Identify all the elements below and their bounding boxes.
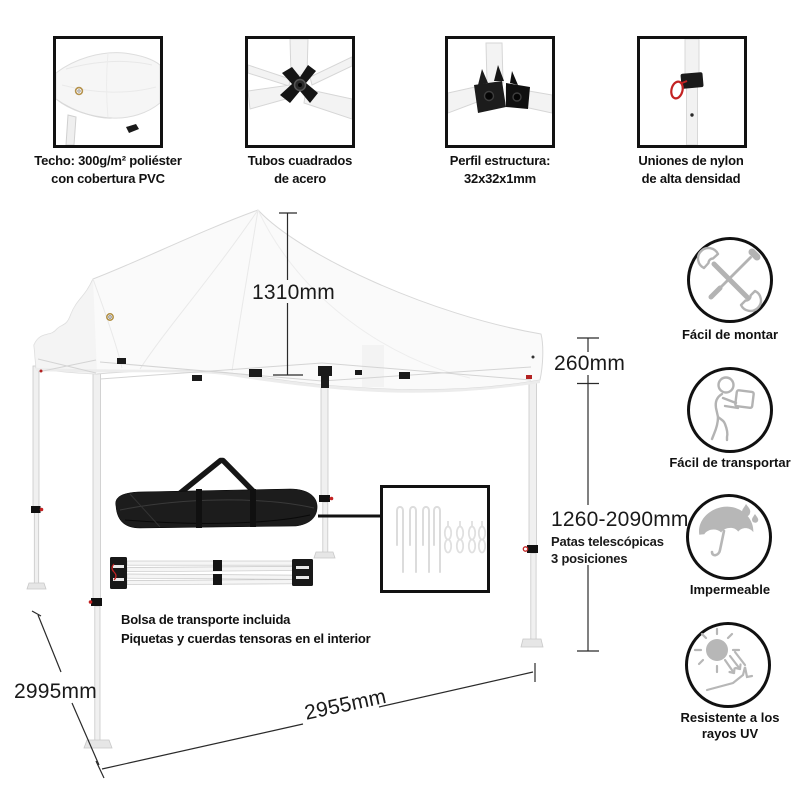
feature-box-steel-tubes — [245, 36, 355, 148]
feature-caption-line: Techo: 300g/m² poliéster — [34, 153, 182, 168]
nylon-joint-photo — [670, 39, 704, 145]
feature-caption-roof: Techo: 300g/m² poliéster con cobertura P… — [13, 152, 203, 187]
included-note-line: Piquetas y cuerdas tensoras en el interi… — [121, 631, 371, 646]
tent-truss — [37, 358, 532, 382]
feature-caption-line: con cobertura PVC — [51, 170, 165, 186]
benefit-easy-transport — [687, 367, 773, 453]
dimension-line-depth — [31, 610, 105, 779]
benefit-label-line: Fácil de transportar — [669, 455, 791, 470]
benefit-label-line: Resistente a los — [680, 710, 780, 725]
stakes-box — [318, 485, 490, 593]
telescopic-note-line: Patas telescópicas — [551, 534, 664, 549]
dimension-peak-height: 1310mm — [252, 281, 335, 304]
included-note: Bolsa de transporte incluida Piquetas y … — [121, 610, 371, 648]
telescopic-note-line: 3 posiciones — [551, 550, 628, 566]
folded-frame — [110, 557, 313, 589]
feature-caption-profile: Perfil estructura: 32x32x1mm — [405, 152, 595, 187]
feature-caption-line: Perfil estructura: — [449, 153, 551, 168]
person-carry-icon — [710, 376, 755, 442]
carry-bag — [115, 457, 318, 529]
sun-uv-icon — [693, 627, 754, 692]
benefit-easy-assembly — [687, 237, 773, 323]
cross-connector-photo — [248, 39, 352, 120]
dimension-line-telescopic — [577, 383, 599, 652]
canopy-corner-photo — [56, 52, 160, 145]
umbrella-icon — [699, 504, 759, 557]
dimension-valance-height: 260mm — [554, 352, 626, 375]
benefit-label-line: rayos UV — [701, 726, 759, 741]
feature-caption-joints: Uniones de nylon de alta densidad — [596, 152, 786, 187]
feature-box-profile — [445, 36, 555, 148]
benefit-label-waterproof: Impermeable — [630, 582, 800, 598]
dimension-line-peak-height — [273, 212, 303, 376]
feature-box-roof — [53, 36, 163, 148]
included-note-line: Bolsa de transporte incluida — [121, 612, 291, 627]
corner-bracket-photo — [448, 42, 552, 114]
feature-caption-line: de acero — [274, 170, 326, 186]
feature-caption-line: Tubos cuadrados — [247, 153, 353, 168]
stakes — [396, 505, 441, 573]
benefit-label-line: Fácil de montar — [681, 327, 779, 342]
benefit-label-uv-resistant: Resistente a los rayos UV — [630, 710, 800, 742]
telescopic-range: 1260-2090mm — [551, 508, 689, 531]
feature-caption-line: 32x32x1mm — [464, 170, 536, 186]
dimension-telescopic-legs: 1260-2090mm Patas telescópicas 3 posicio… — [551, 508, 689, 567]
dimension-line-width — [101, 663, 536, 770]
benefit-uv-resistant — [685, 622, 771, 708]
tent-leg-front-right — [520, 377, 544, 648]
feature-caption-steel-tubes: Tubos cuadrados de acero — [205, 152, 395, 187]
dimension-depth: 2995mm — [14, 680, 97, 703]
benefit-label-easy-assembly: Fácil de montar — [630, 327, 800, 343]
tent-leg-back-right — [313, 384, 336, 559]
benefit-label-easy-transport: Fácil de transportar — [630, 455, 800, 471]
tools-icon — [696, 246, 763, 313]
feature-caption-line: de alta densidad — [641, 170, 741, 186]
benefit-label-line: Impermeable — [689, 582, 771, 597]
feature-box-joints — [637, 36, 747, 148]
dimension-lines — [31, 212, 599, 779]
tent-illustration — [26, 209, 599, 779]
tent-leg-back-left — [26, 365, 47, 590]
feature-caption-line: Uniones de nylon — [638, 153, 744, 168]
rope-tensioners — [443, 521, 487, 554]
tent-truss-brackets — [39, 355, 535, 388]
benefit-waterproof — [686, 494, 772, 580]
